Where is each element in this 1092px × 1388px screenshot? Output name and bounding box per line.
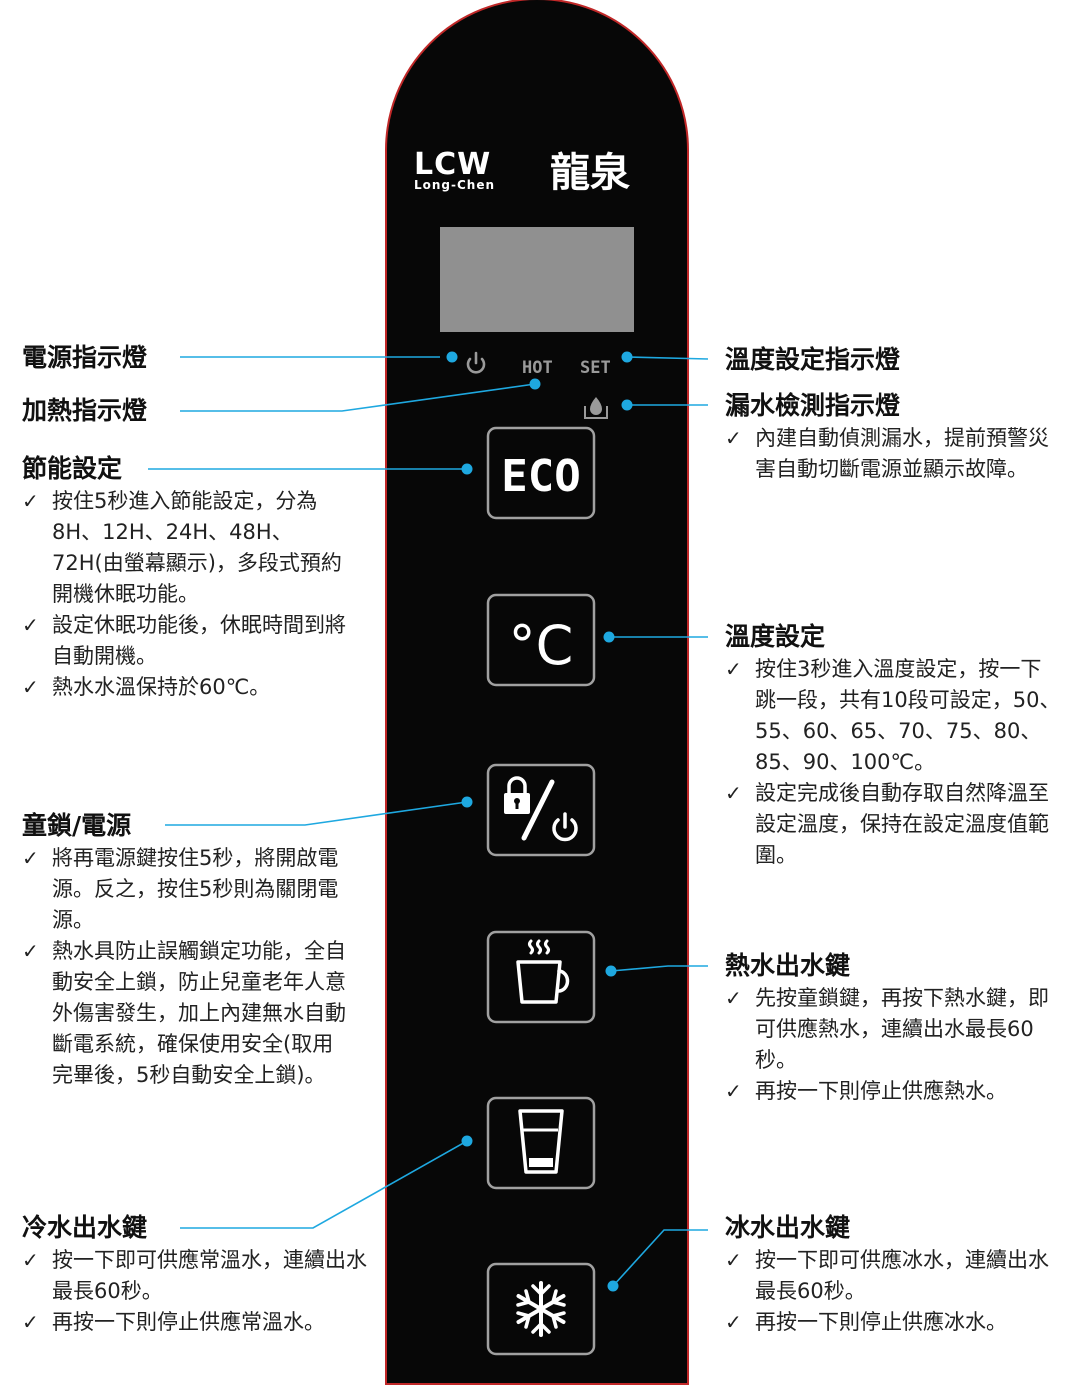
hot-water-description: 先按童鎖鍵，再按下熱水鍵，即可供應熱水，連續出水最長60秒。 再按一下則停止供應… [725,983,1065,1107]
leader-heat [180,383,536,412]
leader-hot [610,965,708,972]
temp-item-1: 按住3秒進入溫度設定，按一下跳一段，共有10段可設定，50、55、60、65、7… [725,654,1061,778]
lock-item-2: 熱水具防止誤觸鎖定功能，全自動安全上鎖，防止兒童老年人意外傷害發生，加上內建無水… [22,936,354,1091]
hot-water-button[interactable] [486,930,596,1024]
leader-dots [446,351,633,1292]
ice-item-2: 再按一下則停止供應冰水。 [725,1307,1061,1338]
leak-item-1: 內建自動偵測漏水，提前預警災害自動切斷電源並顯示故障。 [725,423,1061,485]
lock-power-label: 童鎖/電源 [22,811,132,840]
hot-indicator: HOT [522,358,553,378]
lock-power-description: 將再電源鍵按住5秒，將開啟電源。反之，按住5秒則為關閉電源。 熱水具防止誤觸鎖定… [22,843,354,1091]
display-screen [440,227,634,332]
leader-temp-indicator [626,356,709,360]
heat-indicator-label: 加熱指示燈 [22,396,148,425]
power-indicator-label: 電源指示燈 [22,343,148,372]
lock-power-button[interactable] [486,763,596,857]
ice-item-1: 按一下即可供應冰水，連續出水最長60秒。 [725,1245,1061,1307]
hot-item-1: 先按童鎖鍵，再按下熱水鍵，即可供應熱水，連續出水最長60秒。 [725,983,1065,1076]
eco-label: ECO [501,451,580,502]
leak-indicator-label: 漏水檢測指示燈 [725,391,901,420]
eco-item-2: 設定休眠功能後，休眠時間到將自動開機。 [22,610,354,672]
ice-water-label: 冰水出水鍵 [725,1213,851,1242]
cold-water-button[interactable] [486,1096,596,1190]
hot-water-label: 熱水出水鍵 [725,951,851,980]
leak-indicator-description: 內建自動偵測漏水，提前預警災害自動切斷電源並顯示故障。 [725,423,1061,485]
cold-item-1: 按一下即可供應常溫水，連續出水最長60秒。 [22,1245,374,1307]
cold-item-2: 再按一下則停止供應常溫水。 [22,1307,374,1338]
temp-setting-label: 溫度設定 [725,622,826,651]
eco-item-3: 熱水水溫保持於60℃。 [22,672,354,703]
temp-setting-description: 按住3秒進入溫度設定，按一下跳一段，共有10段可設定，50、55、60、65、7… [725,654,1061,871]
eco-button[interactable]: ECO [486,426,596,520]
brand-logo-text: LCW [414,147,491,182]
ice-water-description: 按一下即可供應冰水，連續出水最長60秒。 再按一下則停止供應冰水。 [725,1245,1061,1338]
lock-item-1: 將再電源鍵按住5秒，將開啟電源。反之，按住5秒則為關閉電源。 [22,843,354,936]
leader-ice [612,1229,708,1287]
snowflake-icon [516,1281,566,1337]
power-icon [466,351,486,374]
leak-indicator [584,397,608,419]
leader-lock [165,801,468,826]
power-indicator [466,351,486,374]
eco-setting-description: 按住5秒進入節能設定，分為8H、12H、24H、48H、72H(由螢幕顯示)，多… [22,486,354,703]
water-glass-icon [518,1109,564,1174]
eco-item-1: 按住5秒進入節能設定，分為8H、12H、24H、48H、72H(由螢幕顯示)，多… [22,486,354,610]
cold-water-description: 按一下即可供應常溫水，連續出水最長60秒。 再按一下則停止供應常溫水。 [22,1245,374,1338]
set-indicator: SET [580,358,611,378]
ice-water-button[interactable] [486,1262,596,1356]
cold-water-label: 冷水出水鍵 [22,1213,148,1242]
leader-lines [148,356,709,1287]
temperature-label: °C [509,614,574,677]
eco-setting-label: 節能設定 [22,454,123,483]
control-panel [385,0,689,1385]
brand-sub-text: Long-Chen [414,178,495,192]
brand-logo: LCW Long-Chen 龍泉 [414,147,630,196]
steaming-cup-icon [516,939,570,1004]
temperature-button[interactable]: °C [486,593,596,687]
temp-item-2: 設定完成後自動存取自然降溫至設定溫度，保持在設定溫度值範圍。 [725,778,1061,871]
hot-item-2: 再按一下則停止供應熱水。 [725,1076,1065,1107]
leader-cold [180,1140,468,1229]
brand-cn-text: 龍泉 [550,150,630,196]
lock-power-icon [504,776,578,842]
temp-indicator-label: 溫度設定指示燈 [725,345,901,374]
water-drop-tray-icon [584,397,608,419]
